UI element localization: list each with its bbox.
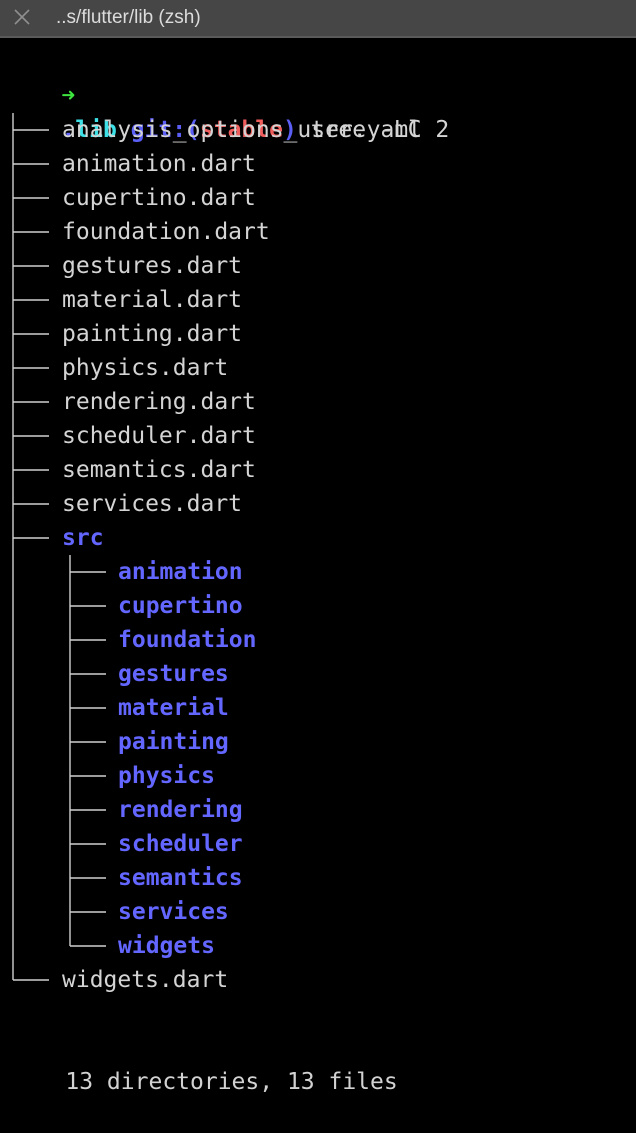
file-name: services.dart [62, 491, 243, 517]
file-entry: rendering.dart [62, 385, 256, 419]
file-entry: material.dart [62, 283, 242, 317]
file-name: painting.dart [62, 321, 243, 347]
subdirectory-entry: semantics [118, 861, 243, 895]
directory-name: physics [118, 763, 215, 789]
file-entry: gestures.dart [62, 249, 242, 283]
prompt-directory: lib [75, 117, 117, 143]
git-label-suffix: ) [283, 117, 297, 143]
directory-name: rendering [118, 797, 243, 823]
directory-name: services [118, 899, 229, 925]
file-name: physics.dart [62, 355, 229, 381]
file-name: scheduler.dart [62, 423, 256, 449]
prompt-line: ➜ lib git:(stable) tree -LC 2 [6, 45, 449, 143]
file-entry: physics.dart [62, 351, 228, 385]
file-entry: cupertino.dart [62, 181, 256, 215]
tree-root-label: . [61, 117, 76, 143]
directory-name: painting [118, 729, 229, 755]
subdirectory-entry: foundation [118, 623, 256, 657]
directory-name: material [118, 695, 229, 721]
terminal-tab-bar: ..s/flutter/lib (zsh) [0, 0, 636, 38]
command-text: tree -LC 2 [310, 117, 450, 143]
git-branch: stable [199, 117, 283, 143]
prompt-arrow: ➜ [61, 83, 76, 109]
file-name: semantics.dart [62, 457, 256, 483]
subdirectory-entry: widgets [118, 929, 215, 963]
window-title: ..s/flutter/lib (zsh) [56, 7, 201, 28]
file-name: cupertino.dart [62, 185, 256, 211]
file-name: material.dart [62, 287, 243, 313]
subdirectory-entry: rendering [118, 793, 243, 827]
file-entry: foundation.dart [62, 215, 270, 249]
subdirectory-entry: animation [118, 555, 243, 589]
subdirectory-entry: services [118, 895, 229, 929]
terminal-output[interactable]: ➜ lib git:(stable) tree -LC 2 . analysis… [0, 40, 636, 1095]
directory-name: widgets [118, 933, 215, 959]
subdirectory-entry: cupertino [118, 589, 243, 623]
file-entry: analysis_options_user.yaml [62, 113, 422, 147]
file-name: rendering.dart [62, 389, 256, 415]
close-icon[interactable] [13, 8, 31, 26]
directory-name: scheduler [118, 831, 243, 857]
file-entry: animation.dart [62, 147, 256, 181]
file-entry: painting.dart [62, 317, 242, 351]
directory-name: src [62, 525, 104, 551]
subdirectory-entry: material [118, 691, 229, 725]
file-name: analysis_options_user.yaml [62, 117, 423, 143]
file-entry: semantics.dart [62, 453, 256, 487]
tree-root: . [6, 79, 75, 143]
directory-name: semantics [118, 865, 243, 891]
file-name: foundation.dart [62, 219, 270, 245]
directory-name: foundation [118, 627, 257, 653]
file-name: animation.dart [62, 151, 256, 177]
subdirectory-entry: physics [118, 759, 215, 793]
file-entry: scheduler.dart [62, 419, 256, 453]
git-label-prefix: git:( [130, 117, 200, 143]
directory-name: gestures [118, 661, 229, 687]
subdirectory-entry: scheduler [118, 827, 243, 861]
subdirectory-entry: gestures [118, 657, 229, 691]
file-name: gestures.dart [62, 253, 243, 279]
file-entry: services.dart [62, 487, 242, 521]
directory-name: animation [118, 559, 243, 585]
directory-entry-src: src [62, 521, 104, 555]
file-entry: widgets.dart [62, 963, 228, 997]
subdirectory-entry: painting [118, 725, 229, 759]
file-name: widgets.dart [62, 967, 229, 993]
summary-text: 13 directories, 13 files [65, 1069, 398, 1095]
summary-line: 13 directories, 13 files [10, 1031, 397, 1095]
directory-name: cupertino [118, 593, 243, 619]
